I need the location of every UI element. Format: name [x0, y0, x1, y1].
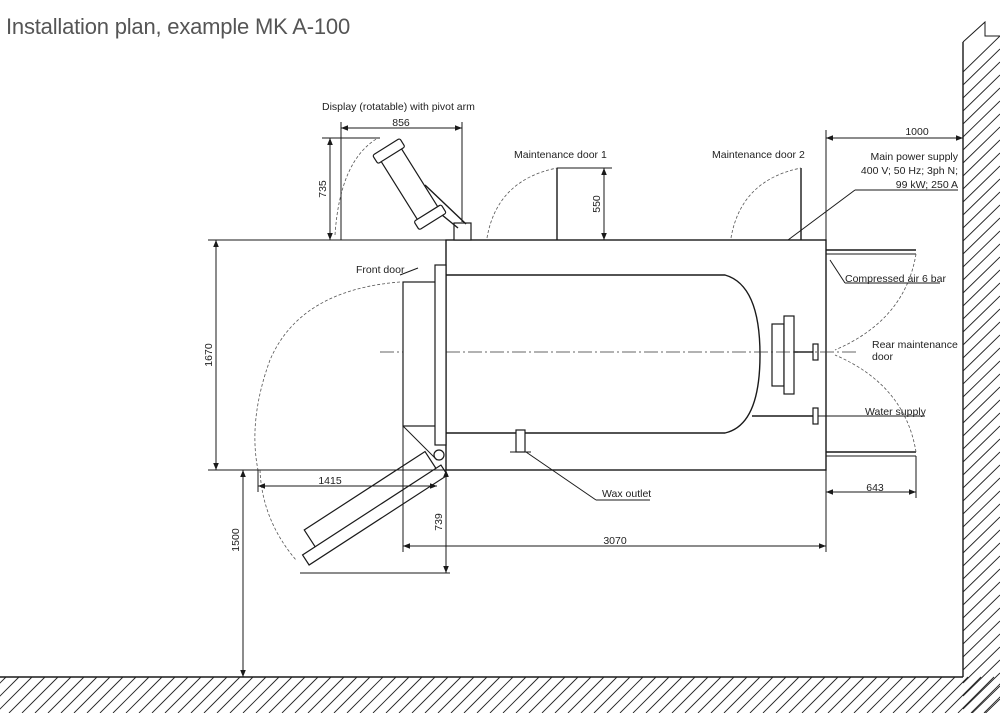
dimension-door-clearance — [557, 167, 612, 240]
floor-wall — [0, 676, 1000, 713]
maintenance-door-1 — [486, 167, 558, 240]
wall-clearance-value: 1000 — [905, 126, 929, 138]
main-power-label-1: Main power supply — [870, 151, 958, 163]
dimension-machine-length — [402, 426, 827, 552]
machine-length-value: 3070 — [603, 535, 627, 547]
front-door-swing-value: 1415 — [318, 475, 342, 487]
rear-maintenance-door — [826, 249, 917, 457]
front-door — [254, 264, 449, 566]
side-wall — [962, 20, 1000, 713]
dimension-front-door-depth — [300, 470, 450, 574]
front-door-depth-value: 739 — [433, 513, 445, 531]
compressed-air-label: Compressed air 6 bar — [845, 273, 946, 285]
door-clearance-value: 550 — [591, 195, 603, 213]
front-door-label: Front door — [356, 264, 405, 276]
display-depth-value: 735 — [317, 180, 329, 198]
display-width-value: 856 — [392, 117, 410, 129]
maintenance-door-1-label: Maintenance door 1 — [514, 149, 607, 161]
display-label: Display (rotatable) with pivot arm — [322, 101, 475, 113]
floor-clearance-value: 1500 — [230, 528, 242, 552]
dimension-rear-clearance — [826, 456, 917, 498]
rear-clearance-value: 643 — [866, 482, 884, 494]
dimension-display-width — [340, 122, 463, 240]
leader-lines — [399, 189, 958, 501]
main-power-label-2: 400 V; 50 Hz; 3ph N; — [861, 165, 958, 177]
dimension-floor-clearance — [236, 469, 260, 677]
machine-body — [380, 239, 858, 471]
dimension-front-door-swing — [257, 470, 437, 492]
maintenance-door-2-label: Maintenance door 2 — [712, 149, 805, 161]
rear-door-label-2: door — [872, 351, 894, 363]
main-power-label-3: 99 kW; 250 A — [896, 179, 958, 191]
water-supply-label: Water supply — [865, 406, 927, 418]
machine-depth-value: 1670 — [203, 343, 215, 367]
dimension-wall-clearance — [825, 130, 963, 240]
rear-door-label-1: Rear maintenance — [872, 339, 958, 351]
display-pivot-arm — [334, 137, 472, 241]
page-title: Installation plan, example MK A-100 — [6, 14, 350, 39]
maintenance-door-2 — [730, 167, 802, 240]
wax-outlet-label: Wax outlet — [602, 488, 651, 500]
